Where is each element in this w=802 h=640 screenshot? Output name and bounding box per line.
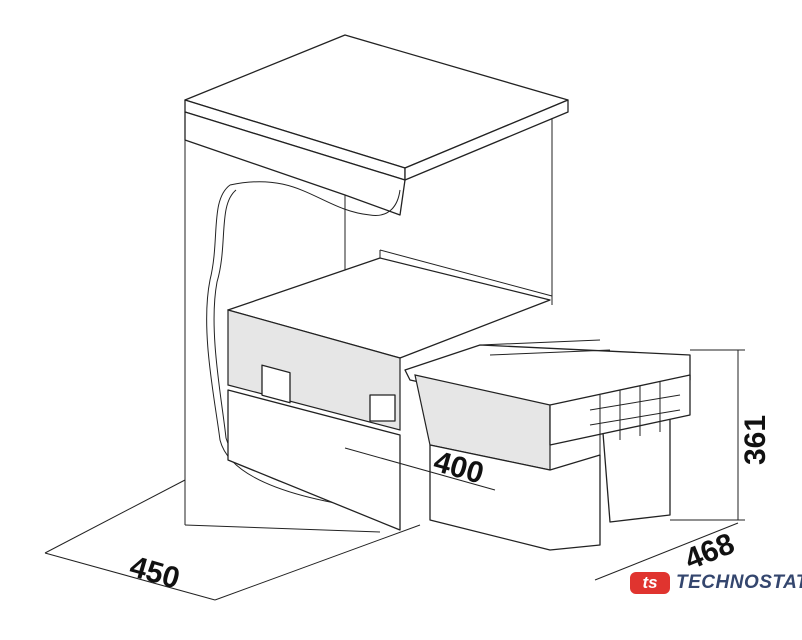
- bins: [404, 339, 691, 551]
- logo-mark: ts: [630, 572, 670, 594]
- dimension-cabinet-depth-label: 468: [680, 527, 739, 576]
- dimension-lines: [44, 349, 745, 601]
- dimension-height-label: 361: [739, 415, 772, 465]
- technostatus-logo: ts TECHNOSTATUS: [630, 572, 802, 594]
- dimension-width-label: 450: [126, 550, 183, 596]
- cabinet: [184, 34, 569, 533]
- logo-text: TECHNOSTATUS: [676, 572, 802, 593]
- drawer-frame: [227, 249, 553, 531]
